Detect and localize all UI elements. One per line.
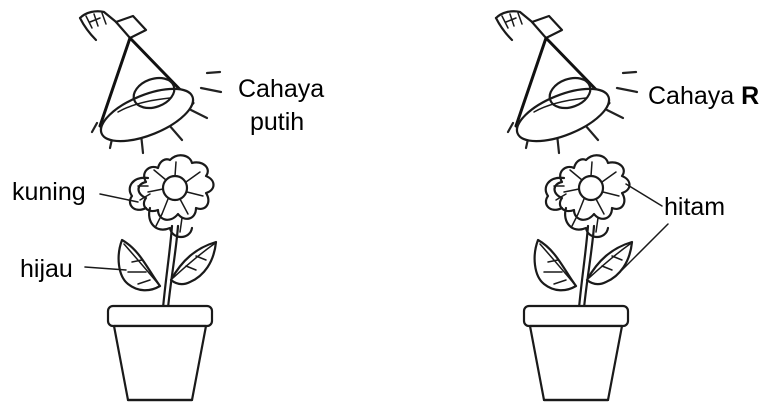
- flower-color-label: kuning: [12, 178, 86, 206]
- left-setup: Cahaya putih kuning hijau: [12, 11, 324, 400]
- right-setup: Cahaya R hitam: [496, 11, 759, 400]
- left-light-label-line1: Cahaya: [238, 75, 324, 103]
- left-lamp-and-plant: [80, 11, 221, 400]
- right-lamp-and-plant: [496, 11, 637, 400]
- right-light-label-prefix: Cahaya: [648, 82, 734, 110]
- right-light-label: Cahaya R: [648, 82, 759, 110]
- leaf-color-label: hijau: [20, 255, 73, 283]
- flower-pointer-line-right: [626, 184, 662, 206]
- right-light-label-letter: R: [741, 82, 759, 110]
- left-light-label-line2: putih: [250, 108, 304, 136]
- black-color-label: hitam: [664, 193, 725, 221]
